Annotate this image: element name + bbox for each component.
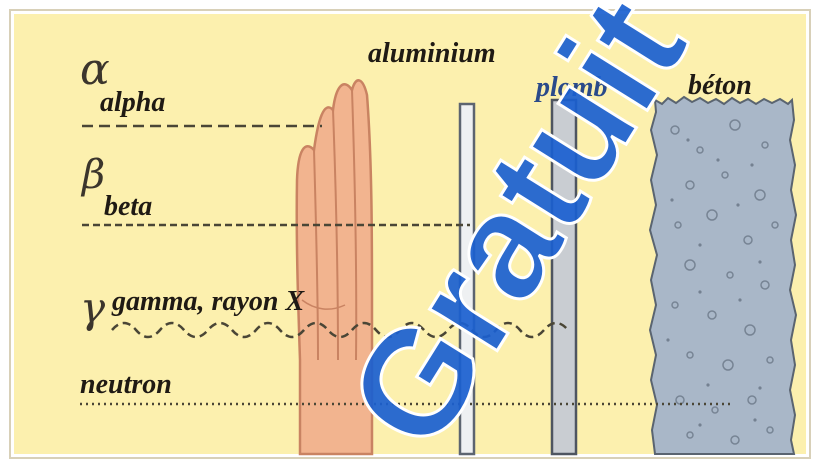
neutron-label: neutron (80, 369, 172, 400)
aluminium-label: aluminium (368, 38, 496, 69)
gamma-symbol: γ (80, 283, 106, 332)
beta-label: beta (104, 191, 152, 222)
beton-block (650, 97, 796, 454)
alpha-label: alpha (100, 87, 165, 118)
beta-symbol: β (80, 152, 105, 198)
gamma-label: gamma, rayon X (111, 286, 305, 317)
